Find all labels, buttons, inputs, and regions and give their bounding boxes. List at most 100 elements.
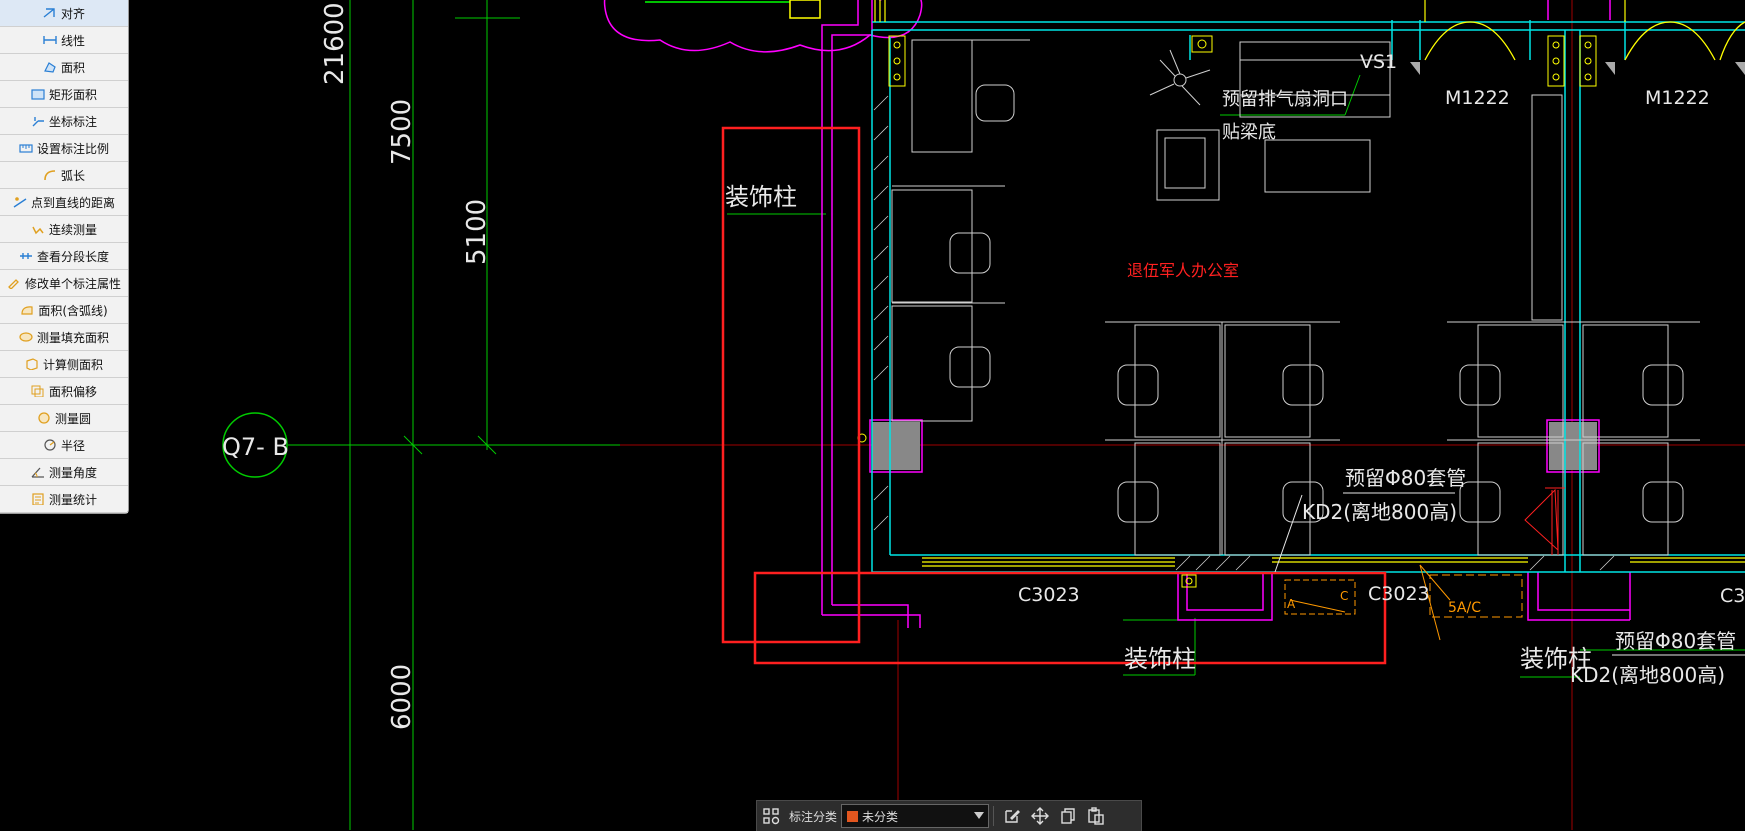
- dimension-texts: 21600 7500 5100 6000: [320, 2, 492, 730]
- window-tag: C3023: [1018, 584, 1080, 606]
- paste-icon[interactable]: [1082, 803, 1110, 829]
- tool-label: 测量填充面积: [36, 330, 109, 345]
- revision-cloud: [603, 0, 923, 53]
- panel-box: [1284, 564, 1523, 641]
- edit-dimension-icon: [7, 277, 21, 289]
- tool-rect-area-button[interactable]: 矩形面积: [0, 81, 128, 108]
- edit-icon[interactable]: [998, 803, 1026, 829]
- decor-column-label: 装饰柱: [725, 183, 797, 211]
- tool-label: 半径: [60, 438, 85, 453]
- category-color-swatch: [847, 810, 859, 822]
- coordinate-icon: [31, 115, 45, 127]
- panel-tag: 5A/C: [1448, 600, 1481, 616]
- tool-label: 弧长: [60, 168, 85, 183]
- tool-label: 计算侧面积: [42, 357, 103, 372]
- move-icon[interactable]: [1026, 803, 1054, 829]
- statistics-icon: [31, 493, 45, 505]
- wall-fixtures: [857, 35, 1597, 588]
- room-label: 退伍军人办公室: [1127, 261, 1239, 280]
- tool-coordinate-button[interactable]: 坐标标注: [0, 108, 128, 135]
- tool-label: 测量圆: [54, 411, 91, 426]
- tool-label: 线性: [60, 33, 85, 48]
- structural-column: [872, 422, 920, 470]
- tool-angle-button[interactable]: 测量角度: [0, 459, 128, 486]
- tool-area-button[interactable]: 面积: [0, 54, 128, 81]
- category-dropdown[interactable]: 未分类: [841, 804, 990, 828]
- dim-5100: 5100: [462, 199, 492, 265]
- tool-arc-area-button[interactable]: 面积(含弧线): [0, 297, 128, 324]
- category-value: 未分类: [862, 809, 899, 824]
- tool-label: 修改单个标注属性: [24, 276, 121, 291]
- tool-radius-button[interactable]: 半径: [0, 432, 128, 459]
- door-swings: [1424, 21, 1745, 61]
- arc-icon: [43, 169, 57, 181]
- kd2-note: KD2(离地800高): [1302, 500, 1457, 524]
- linear-dimension-icon: [43, 34, 57, 46]
- side-area-icon: [25, 358, 39, 370]
- tool-align-button[interactable]: 对齐: [0, 0, 128, 27]
- door-tag: M1222: [1445, 87, 1510, 109]
- panel-tag: A: [1287, 597, 1296, 611]
- rect-area-icon: [31, 88, 45, 100]
- point-line-icon: [13, 196, 27, 208]
- circle-icon: [37, 412, 51, 424]
- offset-icon: [31, 385, 45, 397]
- tool-side-area-button[interactable]: 计算侧面积: [0, 351, 128, 378]
- wall-hatch: [873, 95, 1615, 571]
- exhaust-note: 预留排气扇洞口: [1222, 89, 1348, 110]
- tool-fill-area-button[interactable]: 测量填充面积: [0, 324, 128, 351]
- decor-column-label: 装饰柱: [1520, 645, 1592, 673]
- tool-segment-button[interactable]: 查看分段长度: [0, 243, 128, 270]
- fill-area-icon: [19, 331, 33, 343]
- continuous-measure-icon: [31, 223, 45, 235]
- tool-label: 面积偏移: [48, 384, 97, 399]
- tool-stats-button[interactable]: 测量统计: [0, 486, 128, 513]
- tool-scale-button[interactable]: 设置标注比例: [0, 135, 128, 162]
- annotations: 装饰柱 装饰柱 装饰柱 退伍军人办公室 预留排气扇洞口 贴梁底 VS1 M122…: [725, 51, 1745, 687]
- tool-arc-button[interactable]: 弧长: [0, 162, 128, 189]
- window-tag: C3: [1720, 585, 1745, 607]
- tool-label: 测量角度: [48, 465, 97, 480]
- tool-label: 坐标标注: [48, 114, 97, 129]
- tool-linear-button[interactable]: 线性: [0, 27, 128, 54]
- tool-continuous-button[interactable]: 连续测量: [0, 216, 128, 243]
- tool-point-line-button[interactable]: 点到直线的距离: [0, 189, 128, 216]
- toolbar-divider: [993, 806, 995, 826]
- markup-rectangle[interactable]: [753, 571, 1387, 665]
- tool-label: 面积: [60, 60, 85, 75]
- dim-7500: 7500: [387, 99, 417, 165]
- sleeve-note: 预留Φ80套管: [1615, 629, 1736, 653]
- window-tag: C3023: [1368, 583, 1430, 605]
- grid-menu-icon[interactable]: [757, 803, 785, 829]
- vs-tag: VS1: [1360, 51, 1397, 73]
- tool-label: 测量统计: [48, 492, 97, 507]
- decor-column-label: 装饰柱: [1124, 645, 1196, 673]
- annotation-toolbar: 标注分类 未分类: [756, 800, 1142, 831]
- measurement-tool-panel: 对齐线性面积矩形面积坐标标注设置标注比例弧长点到直线的距离连续测量查看分段长度修…: [0, 0, 129, 514]
- axis-bubble: [222, 412, 288, 478]
- align-icon: [43, 7, 57, 19]
- dimension-lines: [288, 0, 1745, 830]
- panel-tag: C: [1340, 589, 1348, 603]
- category-label: 标注分类: [789, 809, 838, 824]
- structural-column: [1549, 422, 1597, 470]
- area-icon: [43, 61, 57, 73]
- tool-label: 查看分段长度: [36, 249, 109, 264]
- arc-area-icon: [20, 304, 34, 316]
- tool-offset-button[interactable]: 面积偏移: [0, 378, 128, 405]
- tool-circle-button[interactable]: 测量圆: [0, 405, 128, 432]
- markup-rectangle[interactable]: [721, 126, 861, 644]
- tool-label: 矩形面积: [48, 87, 97, 102]
- angle-icon: [31, 466, 45, 478]
- axis-tag: Q7- B: [222, 433, 289, 461]
- dim-6000: 6000: [387, 664, 417, 730]
- tool-label: 点到直线的距离: [30, 195, 115, 210]
- window-lines: [874, 0, 1745, 567]
- scale-icon: [19, 142, 33, 154]
- chevron-down-icon: [974, 812, 985, 819]
- copy-icon[interactable]: [1054, 803, 1082, 829]
- tool-label: 连续测量: [48, 222, 97, 237]
- sleeve-note: 预留Φ80套管: [1345, 466, 1466, 490]
- tool-modify-button[interactable]: 修改单个标注属性: [0, 270, 128, 297]
